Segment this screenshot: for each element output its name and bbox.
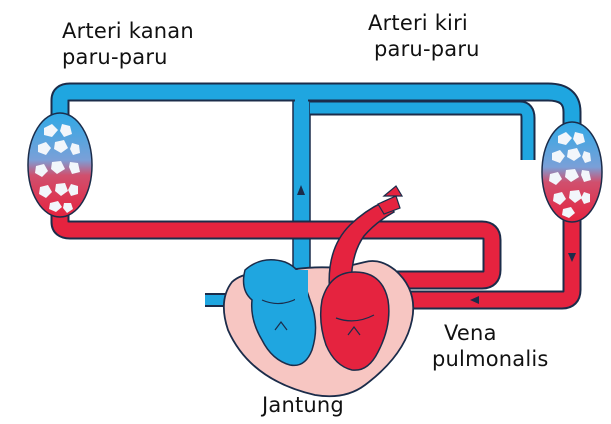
left-lung-capillaries [542,122,602,222]
pulmonary-artery-left-branch [310,108,528,160]
label-right-pulmonary-artery-line1: Arteri kanan [62,18,194,44]
label-right-pulmonary-artery-line2: paru-paru [62,44,194,70]
heart [224,186,413,396]
label-right-pulmonary-artery: Arteri kanan paru-paru [62,18,194,71]
label-pulmonary-vein: Vena pulmonalis [432,320,549,373]
label-left-pulmonary-artery-line1: Arteri kiri [368,10,480,36]
label-left-pulmonary-artery: Arteri kiri paru-paru [368,10,480,63]
label-pulmonary-vein-line1: Vena [432,320,549,346]
right-lung-capillaries [28,113,92,217]
label-left-pulmonary-artery-line2: paru-paru [368,36,480,62]
label-pulmonary-vein-line2: pulmonalis [432,346,549,372]
label-heart: Jantung [262,392,344,418]
